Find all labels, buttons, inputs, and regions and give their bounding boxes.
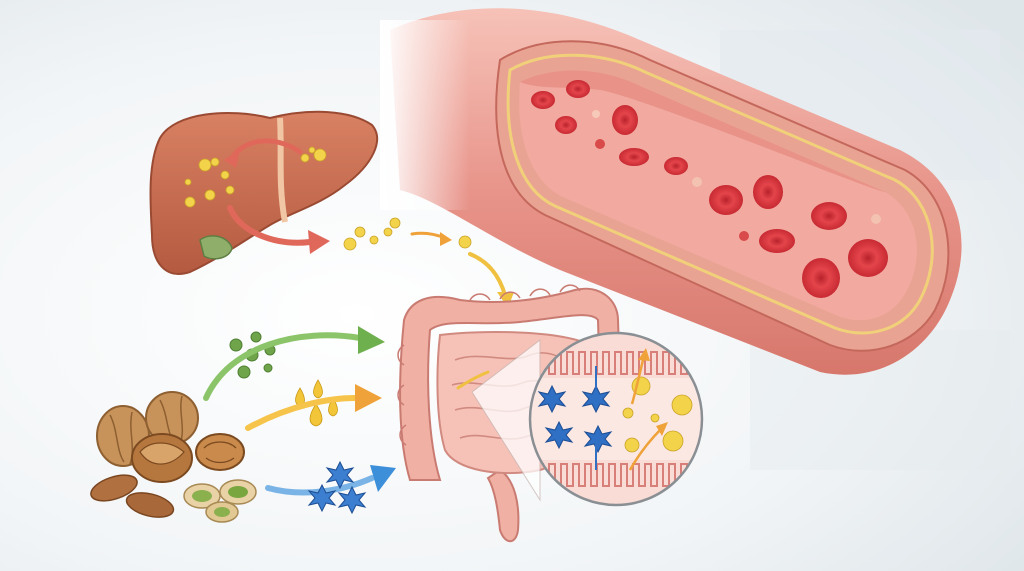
fiber-star-icon [325, 460, 355, 490]
bile-acid-particle-icon [198, 158, 212, 172]
walnut-icon [195, 433, 245, 471]
bile-acid-particle-icon [204, 189, 216, 201]
plaque-particle [739, 231, 749, 241]
bile-acid-trail [343, 217, 472, 251]
green-bead-icon [250, 331, 262, 343]
rectum [486, 468, 520, 543]
curved-arrow-icon [456, 370, 490, 390]
haustra [397, 284, 581, 446]
arrow-head [308, 230, 330, 254]
villi-icon [530, 463, 694, 487]
bile-acid-particle-icon [343, 237, 357, 251]
fiber-stars-input [307, 460, 367, 515]
red-blood-cell-icon [531, 91, 555, 109]
bile-acid-particle-icon [671, 394, 693, 416]
arrow-head [224, 150, 240, 168]
green-bead-icon [263, 363, 273, 373]
red-blood-cell-icon [753, 175, 783, 209]
green-beads [229, 331, 276, 379]
arrow-head [638, 348, 650, 361]
bile-acid-particle-icon [389, 217, 401, 229]
red-blood-cell-icon [802, 258, 840, 298]
bile-acid-particle-icon [184, 196, 196, 208]
vessel-lumen-shadow [520, 70, 885, 192]
red-blood-cell-icon [709, 185, 743, 215]
liver-bile-particles [184, 146, 327, 208]
fiber-star-icon [537, 384, 567, 414]
vessel-fade [380, 20, 470, 210]
plaque-particle [692, 177, 702, 187]
bile-acid-particle-icon [624, 437, 640, 453]
bile-acid-particle-icon [369, 235, 379, 245]
fiber-star-icon [307, 483, 337, 513]
bile-acid-particle-icon [210, 157, 220, 167]
curved-arrow-icon [227, 205, 313, 246]
red-blood-cells [531, 80, 888, 298]
bile-acid-particle-icon [220, 170, 230, 180]
bile-acid-particle-icon [622, 407, 634, 419]
liver-icon [149, 110, 379, 275]
oil-drop-icon [309, 403, 323, 427]
red-blood-cell-icon [555, 116, 577, 134]
nuts [90, 391, 257, 523]
arrow-head [440, 232, 452, 246]
arrow-head [355, 384, 382, 412]
pistachio-icon [228, 486, 248, 498]
curved-arrow-icon [245, 395, 358, 431]
bile-acid-particle-icon [458, 235, 472, 249]
arrow-head [358, 326, 385, 354]
vessel-yellow-layer [506, 53, 934, 335]
red-blood-cell-icon [664, 157, 688, 175]
pistachio-icon [214, 507, 230, 517]
villi-icon [530, 351, 694, 375]
large-intestine [399, 287, 622, 481]
curved-arrow-icon [203, 332, 363, 401]
magnifier-lens-icon [471, 331, 704, 507]
plaque-particle [595, 139, 605, 149]
bile-acid-particle-icon [225, 185, 235, 195]
bile-acid-particle-icon [300, 153, 310, 163]
blood-vessel-icon [380, 8, 962, 375]
curved-arrow-icon [468, 252, 507, 297]
almond-icon [90, 474, 138, 502]
red-blood-cell-icon [566, 80, 590, 98]
red-blood-cell-icon [848, 239, 888, 277]
arrow-head [370, 465, 396, 492]
lens-rim [528, 331, 704, 507]
bile-acid-particle-icon [650, 413, 660, 423]
red-blood-cell-icon [619, 148, 649, 166]
almond-icon [125, 492, 175, 518]
bile-acid-particle-icon [383, 227, 393, 237]
red-blood-cell-icon [759, 229, 795, 253]
pistachio-icon [192, 490, 212, 502]
oil-drop-icon [313, 379, 323, 399]
plaque-particle [871, 214, 881, 224]
bile-acid-particle-icon [662, 430, 684, 452]
red-blood-cell-icon [612, 105, 638, 135]
fiber-stars [537, 384, 613, 454]
liver-ligament [277, 117, 288, 223]
gallbladder-icon [199, 235, 233, 260]
plaque-particle [592, 110, 600, 118]
lens-bile-particles [622, 376, 693, 453]
green-bead-icon [229, 338, 243, 352]
fiber-star-icon [583, 424, 613, 454]
fiber-star-icon [581, 384, 611, 414]
arrow-head [656, 422, 668, 436]
bile-acid-particle-icon [354, 226, 366, 238]
red-blood-cell-icon [811, 202, 847, 230]
fiber-star-icon [544, 420, 574, 450]
bile-acid-particle-icon [308, 146, 316, 154]
green-bead-icon [237, 365, 251, 379]
bile-acid-particle-icon [184, 178, 192, 186]
bile-acid-particle-icon [313, 148, 327, 162]
fiber-star-icon [337, 485, 367, 515]
